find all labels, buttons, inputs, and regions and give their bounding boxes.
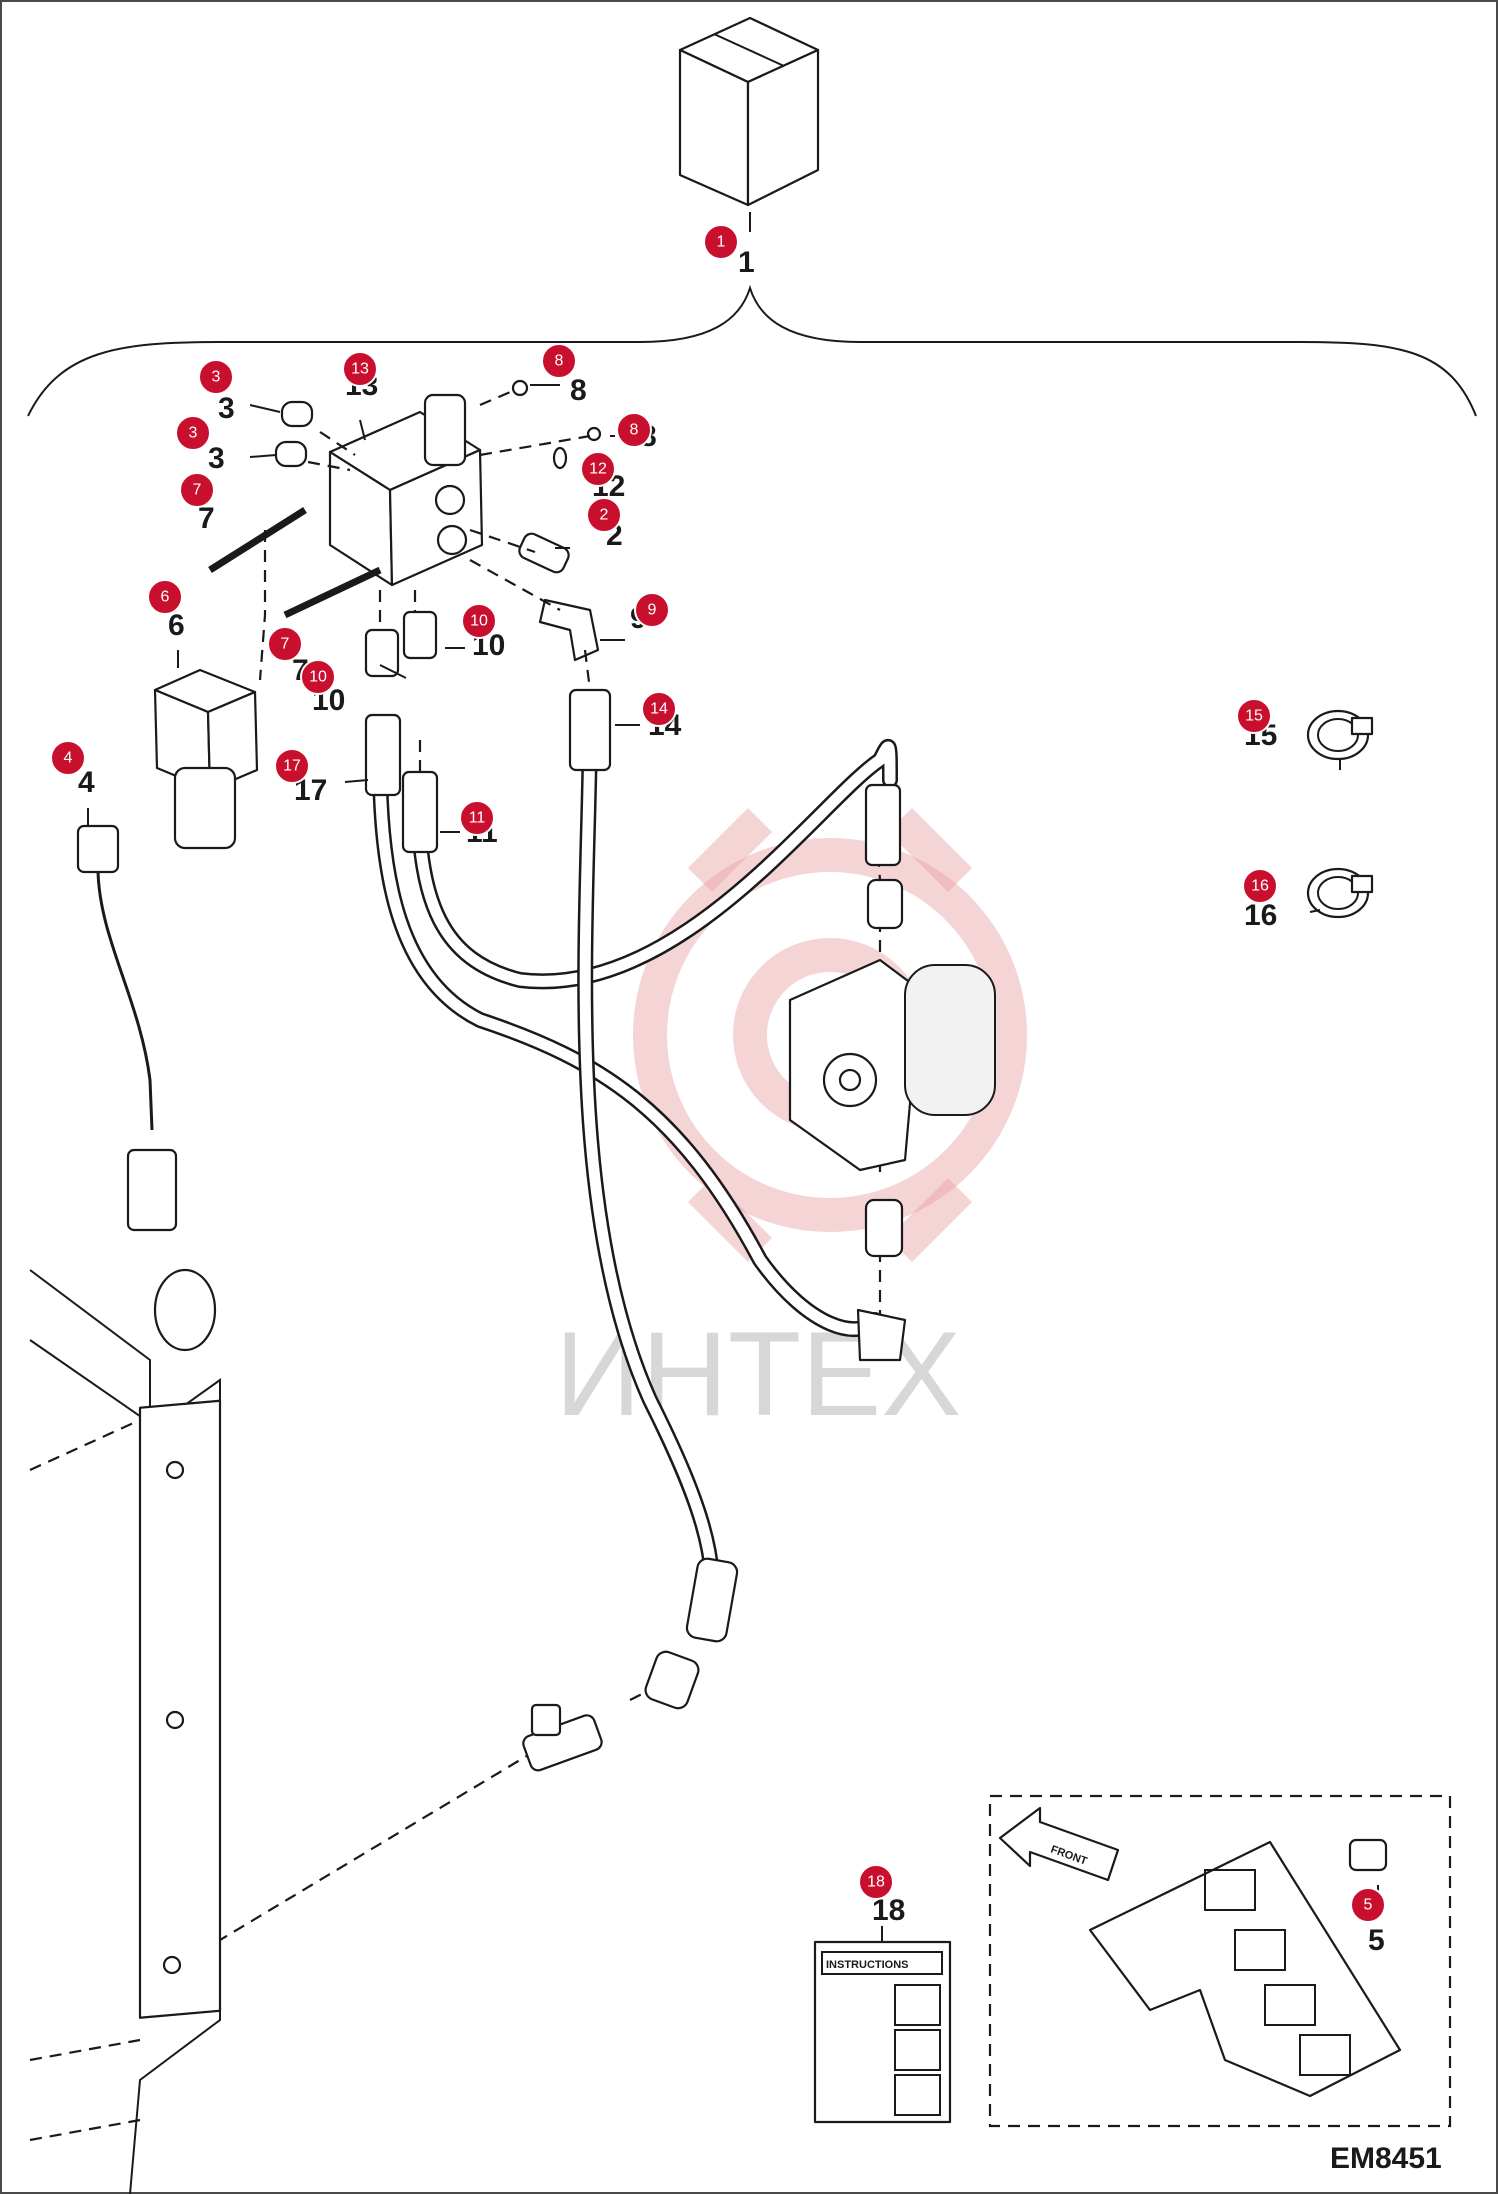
bolt-upper bbox=[208, 507, 307, 573]
svg-text:3: 3 bbox=[212, 369, 221, 386]
hydraulic-motor bbox=[788, 958, 996, 1172]
callout-dot-17[interactable]: 17 bbox=[274, 748, 310, 784]
hose-end-lower bbox=[685, 1557, 739, 1643]
elbow-fitting bbox=[538, 598, 600, 662]
bolt-lower bbox=[283, 566, 382, 619]
connector-10-right bbox=[402, 610, 438, 660]
callout-dot-6[interactable]: 6 bbox=[147, 579, 183, 615]
o-ring-12 bbox=[552, 446, 568, 470]
svg-text:7: 7 bbox=[281, 636, 290, 653]
callout-dot-12[interactable]: 12 bbox=[580, 451, 616, 487]
svg-text:12: 12 bbox=[589, 461, 607, 478]
kit-brace bbox=[27, 284, 1477, 417]
svg-text:3: 3 bbox=[189, 425, 198, 442]
hose-clamp-15 bbox=[1306, 709, 1374, 761]
callout-dot-13[interactable]: 13 bbox=[342, 351, 378, 387]
svg-text:11: 11 bbox=[469, 810, 486, 827]
callout-dot-10-right[interactable]: 10 bbox=[461, 603, 497, 639]
straight-adapter bbox=[518, 532, 570, 574]
inset-box bbox=[988, 1794, 1452, 2128]
instruction-card-title: INSTRUCTIONS bbox=[826, 1959, 909, 1971]
kit-box bbox=[678, 16, 820, 207]
svg-text:7: 7 bbox=[193, 482, 202, 499]
svg-text:16: 16 bbox=[1251, 878, 1269, 895]
label-leaders bbox=[87, 384, 1379, 1942]
label-8-upper: 8 bbox=[570, 374, 587, 407]
valve-block bbox=[328, 393, 484, 587]
svg-text:4: 4 bbox=[64, 750, 73, 767]
callout-dot-9[interactable]: 9 bbox=[634, 592, 670, 628]
svg-text:8: 8 bbox=[555, 353, 564, 370]
svg-text:17: 17 bbox=[283, 758, 301, 775]
callout-dot-16[interactable]: 16 bbox=[1242, 868, 1278, 904]
o-ring-right bbox=[586, 426, 602, 442]
callout-dot-18[interactable]: 18 bbox=[858, 1864, 894, 1900]
label-16: 16 bbox=[1244, 899, 1277, 932]
label-1: 1 bbox=[738, 246, 755, 279]
swivel-nut bbox=[644, 1650, 700, 1710]
callout-dot-1[interactable]: 1 bbox=[703, 224, 739, 260]
o-ring-upper bbox=[511, 379, 529, 397]
instruction-card bbox=[813, 1940, 952, 2124]
decal-5 bbox=[1348, 1838, 1388, 1872]
callout-dot-11[interactable]: 11 bbox=[459, 800, 495, 836]
svg-text:10: 10 bbox=[309, 669, 327, 686]
label-7-upper: 7 bbox=[198, 502, 215, 535]
callout-dot-8-upper[interactable]: 8 bbox=[541, 343, 577, 379]
label-6: 6 bbox=[168, 609, 185, 642]
callout-dot-3-upper[interactable]: 3 bbox=[198, 359, 234, 395]
port-plug-upper bbox=[280, 400, 314, 428]
label-3-lower: 3 bbox=[208, 442, 225, 475]
tee-fitting bbox=[522, 1703, 603, 1772]
control-panel-outline bbox=[1088, 1840, 1402, 2098]
motor-fitting-bottom bbox=[864, 1198, 904, 1258]
callout-dot-2[interactable]: 2 bbox=[586, 497, 622, 533]
svg-text:14: 14 bbox=[650, 701, 668, 718]
front-arrow bbox=[998, 1806, 1120, 1882]
label-3-upper: 3 bbox=[218, 392, 235, 425]
callout-dot-10-left[interactable]: 10 bbox=[300, 659, 336, 695]
hose-clamp-16 bbox=[1306, 867, 1374, 919]
motor-fitting-top bbox=[866, 878, 904, 930]
callout-dot-4[interactable]: 4 bbox=[50, 740, 86, 776]
connector-10-left bbox=[364, 628, 400, 678]
svg-text:1: 1 bbox=[717, 234, 726, 251]
svg-text:5: 5 bbox=[1364, 1897, 1373, 1914]
svg-text:13: 13 bbox=[351, 361, 369, 378]
callout-dot-14[interactable]: 14 bbox=[641, 691, 677, 727]
svg-text:8: 8 bbox=[630, 422, 639, 439]
port-plug-lower bbox=[274, 440, 308, 468]
label-4: 4 bbox=[78, 766, 95, 799]
callout-dot-7-lower[interactable]: 7 bbox=[267, 626, 303, 662]
diagram-code: EM8451 bbox=[1330, 2142, 1442, 2175]
callout-dot-7-upper[interactable]: 7 bbox=[179, 472, 215, 508]
label-5: 5 bbox=[1368, 1924, 1385, 1957]
callout-dot-5[interactable]: 5 bbox=[1350, 1887, 1386, 1923]
callout-dot-15[interactable]: 15 bbox=[1236, 698, 1272, 734]
svg-text:18: 18 bbox=[867, 1874, 885, 1891]
svg-text:10: 10 bbox=[470, 613, 488, 630]
radiator-assembly bbox=[29, 1268, 222, 2194]
callout-dot-8-right[interactable]: 8 bbox=[616, 412, 652, 448]
solenoid-valve bbox=[153, 668, 259, 850]
callout-dot-3-lower[interactable]: 3 bbox=[175, 415, 211, 451]
svg-text:2: 2 bbox=[600, 507, 609, 524]
svg-text:6: 6 bbox=[161, 589, 170, 606]
hose-assembly bbox=[364, 688, 902, 1628]
svg-text:15: 15 bbox=[1245, 708, 1263, 725]
svg-text:9: 9 bbox=[648, 602, 657, 619]
wire-harness bbox=[76, 824, 178, 1232]
hose-end-elbow bbox=[856, 1308, 907, 1362]
